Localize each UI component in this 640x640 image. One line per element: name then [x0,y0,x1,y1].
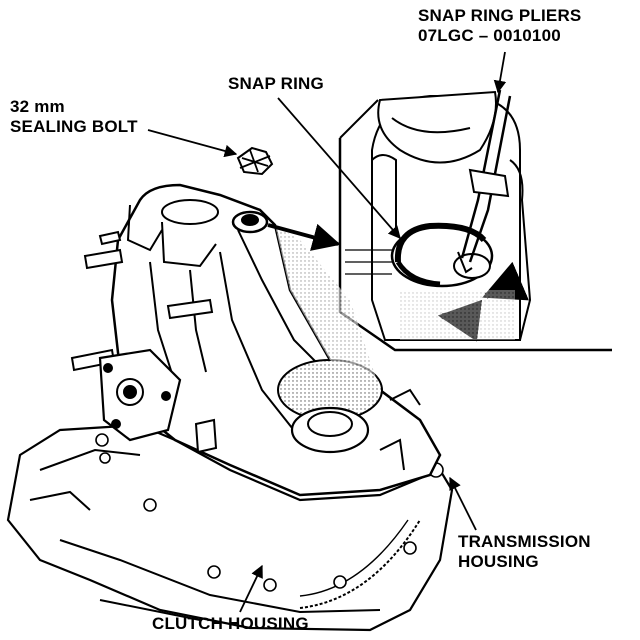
housing-text: HOUSING [458,552,539,571]
housing-drawing [6,183,454,632]
snap-ring-pliers-shape [460,89,512,263]
sealing-bolt-label: 32 mm SEALING BOLT [10,97,138,137]
transmission-text: TRANSMISSION [458,532,591,551]
snap-ring-label: SNAP RING [228,74,324,94]
leader-sealing-bolt [147,129,238,158]
sealing-bolt-part [236,146,274,176]
tool-number-text: 07LGC – 0010100 [418,26,561,45]
leader-snap-ring [277,97,401,239]
clutch-housing-text: CLUTCH HOUSING [152,614,309,633]
snap-ring-pliers-text: SNAP RING PLIERS [418,6,582,25]
leader-clutch [239,564,263,613]
snap-ring-pliers-label: SNAP RING PLIERS 07LGC – 0010100 [418,6,581,46]
inset-detail [338,89,612,352]
leader-inset [267,223,341,251]
bolt-size-text: 32 mm [10,97,65,116]
transmission-housing-label: TRANSMISSION HOUSING [458,532,591,572]
leader-pliers [493,51,507,94]
snap-ring-text: SNAP RING [228,74,324,93]
sealing-bolt-text: SEALING BOLT [10,117,138,136]
snap-ring-shape [394,222,487,263]
leader-transmission [449,476,477,531]
leader-lines [147,51,507,613]
clutch-housing-label: CLUTCH HOUSING [152,614,309,634]
